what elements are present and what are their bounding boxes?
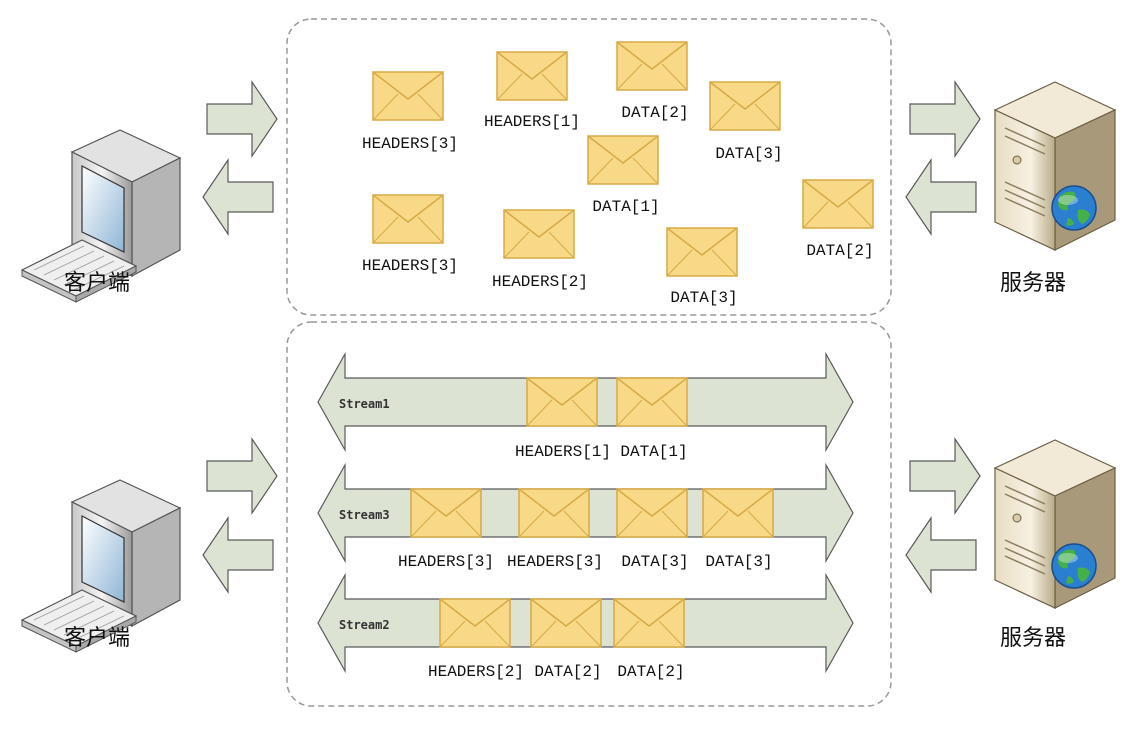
frame-label: HEADERS[3] [507,553,603,571]
server-tower-icon [994,439,1116,609]
top-server-send-arrow [905,158,977,236]
frame-label: DATA[3] [705,553,772,571]
bottom-panel [286,321,892,707]
frame-label: DATA[3] [715,145,782,163]
envelope-icon [439,598,511,648]
frame-label: DATA[1] [592,198,659,216]
envelope-icon [518,488,590,538]
frame-label: HEADERS[1] [484,113,580,131]
frame-label: HEADERS[1] [515,443,611,461]
globe-icon [1051,543,1097,589]
envelope-icon [709,81,781,131]
top-client-receive-arrow [202,158,274,236]
envelope-icon [702,488,774,538]
top-client-send-arrow [206,80,278,158]
frame-label: DATA[1] [620,443,687,461]
envelope-icon [503,209,575,259]
stream-name: Stream2 [339,618,390,632]
stream-name: Stream3 [339,508,390,522]
frame-label: DATA[2] [534,663,601,681]
frame-label: DATA[3] [670,289,737,307]
envelope-icon [587,135,659,185]
top-server-receive-arrow [909,80,981,158]
top-client-label: 客户端 [64,271,130,296]
envelope-icon [530,598,602,648]
frame-label: DATA[2] [621,104,688,122]
bottom-server-label: 服务器 [1000,626,1066,651]
frame-label: DATA[2] [617,663,684,681]
envelope-icon [616,377,688,427]
frame-label: HEADERS[2] [492,273,588,291]
envelope-icon [616,488,688,538]
frame-label: HEADERS[2] [428,663,524,681]
bottom-server-send-arrow [905,516,977,594]
top-server-label: 服务器 [1000,271,1066,296]
frame-label: DATA[3] [621,553,688,571]
stream-name: Stream1 [339,397,390,411]
bottom-client-send-arrow [206,437,278,515]
envelope-icon [372,71,444,121]
bottom-client-receive-arrow [202,516,274,594]
envelope-icon [410,488,482,538]
frame-label: HEADERS[3] [362,135,458,153]
envelope-icon [666,227,738,277]
envelope-icon [526,377,598,427]
frame-label: HEADERS[3] [398,553,494,571]
top-frames: HEADERS[3] HEADERS[1] DATA[2] DATA[3] DATA[1… [362,41,874,307]
frame-label: HEADERS[3] [362,257,458,275]
envelope-icon [613,598,685,648]
globe-icon [1051,185,1097,231]
envelope-icon [496,51,568,101]
bottom-client-label: 客户端 [64,626,130,651]
server-tower-icon [994,81,1116,251]
bottom-server-receive-arrow [909,437,981,515]
envelope-icon [802,179,874,229]
envelope-icon [616,41,688,91]
frame-label: DATA[2] [806,242,873,260]
envelope-icon [372,194,444,244]
